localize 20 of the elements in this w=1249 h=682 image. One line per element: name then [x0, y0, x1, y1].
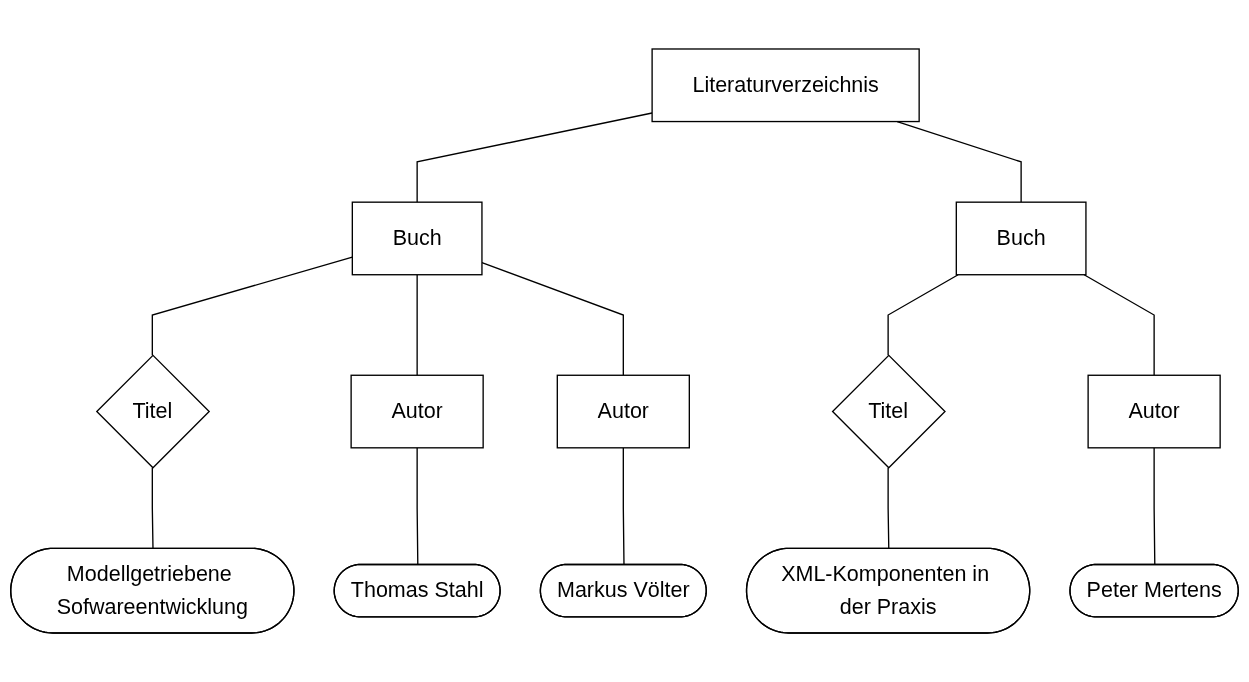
node-box: Buch [955, 201, 1087, 276]
connector [416, 274, 418, 376]
connector [416, 447, 419, 566]
node-box: Literaturverzeichnis [651, 48, 920, 123]
connector [1083, 274, 1155, 376]
connector [1153, 447, 1156, 566]
connector [887, 274, 959, 357]
node-diamond: Titel [831, 354, 946, 469]
connector [151, 467, 154, 550]
connector [481, 261, 624, 376]
node-box: Autor [350, 374, 484, 449]
connector [622, 447, 625, 566]
node-box: Autor [556, 374, 690, 449]
node-diamond: Titel [95, 354, 211, 469]
node-box: Autor [1087, 374, 1221, 449]
connector [416, 112, 653, 203]
connector [151, 256, 353, 357]
connector [887, 467, 890, 550]
connector [896, 120, 1022, 203]
node-box: Buch [351, 201, 483, 276]
